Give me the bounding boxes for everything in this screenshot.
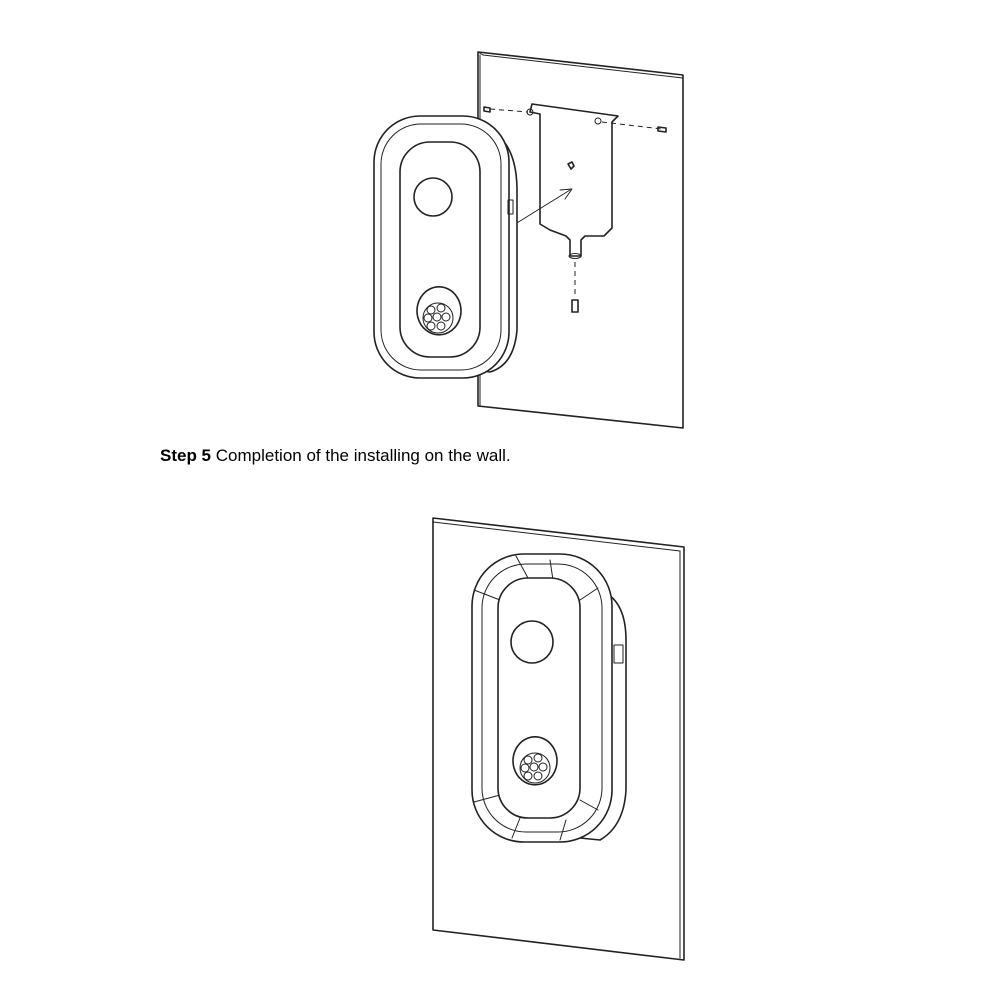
- wallbox-charger: [373, 115, 518, 379]
- wallbox-charger: [471, 553, 613, 843]
- mounting-arrow-icon: [511, 188, 573, 227]
- step-description: Completion of the installing on the wall…: [211, 446, 511, 465]
- installed-charger-illustration: [432, 517, 685, 961]
- wall-screws: [483, 106, 667, 313]
- charging-socket-icon: [512, 736, 558, 786]
- charging-socket-icon: [416, 286, 462, 336]
- step-caption: Step 5 Completion of the installing on t…: [160, 445, 511, 467]
- step-number: Step 5: [160, 446, 212, 465]
- install-bracket-illustration: [373, 51, 684, 429]
- mounting-bracket: [526, 103, 619, 259]
